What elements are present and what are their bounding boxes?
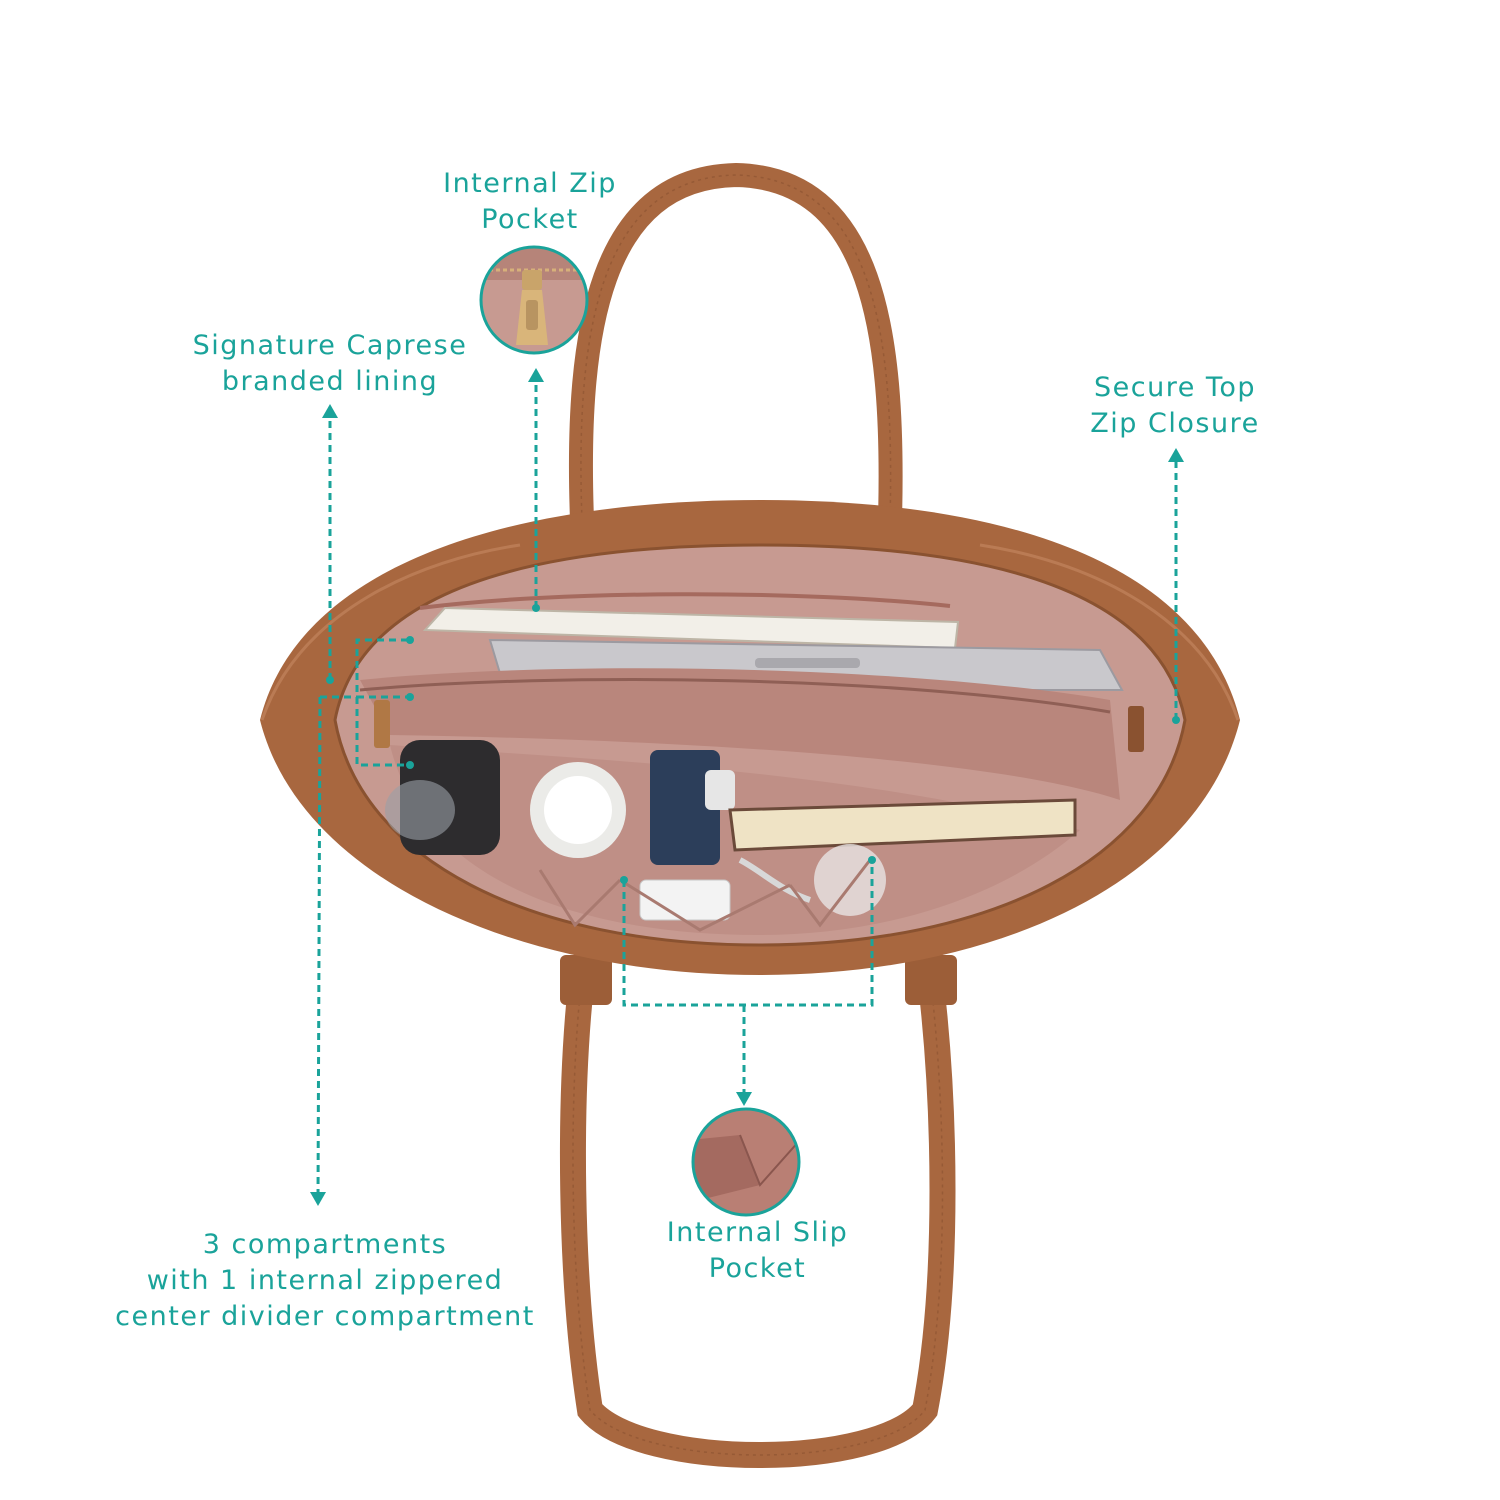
internal-zip-line [419,592,951,610]
label-line: Pocket [708,1253,807,1284]
book-top [422,606,960,650]
label-line: 3 compartments [202,1229,448,1260]
label-line: Pocket [481,204,579,235]
branded-lining-label: Signature Caprese branded lining [180,328,480,400]
label-line: Internal Slip [666,1217,849,1248]
internal-zip-pocket-label: Internal Zip Pocket [410,166,650,238]
phone [650,750,720,865]
label-line: Internal Zip [443,168,617,199]
label-line: branded lining [221,366,439,397]
label-line: Signature Caprese [192,330,468,361]
top-zip-closure-label: Secure Top Zip Closure [1070,370,1280,442]
notebook [728,798,1077,852]
zipper-pull-icon [479,245,589,355]
callout-leaders [316,375,1178,1201]
label-line: center divider compartment [115,1301,535,1332]
internal-slip-pocket-label: Internal Slip Pocket [650,1215,865,1287]
slip-pockets [538,859,872,932]
label-line: Secure Top [1094,372,1256,403]
compartments-label: 3 compartments with 1 internal zippered … [100,1227,550,1335]
slip-pocket-fold-icon [691,1107,801,1217]
center-divider [360,668,1120,800]
label-line: Zip Closure [1090,408,1260,439]
label-line: with 1 internal zippered [146,1265,504,1296]
